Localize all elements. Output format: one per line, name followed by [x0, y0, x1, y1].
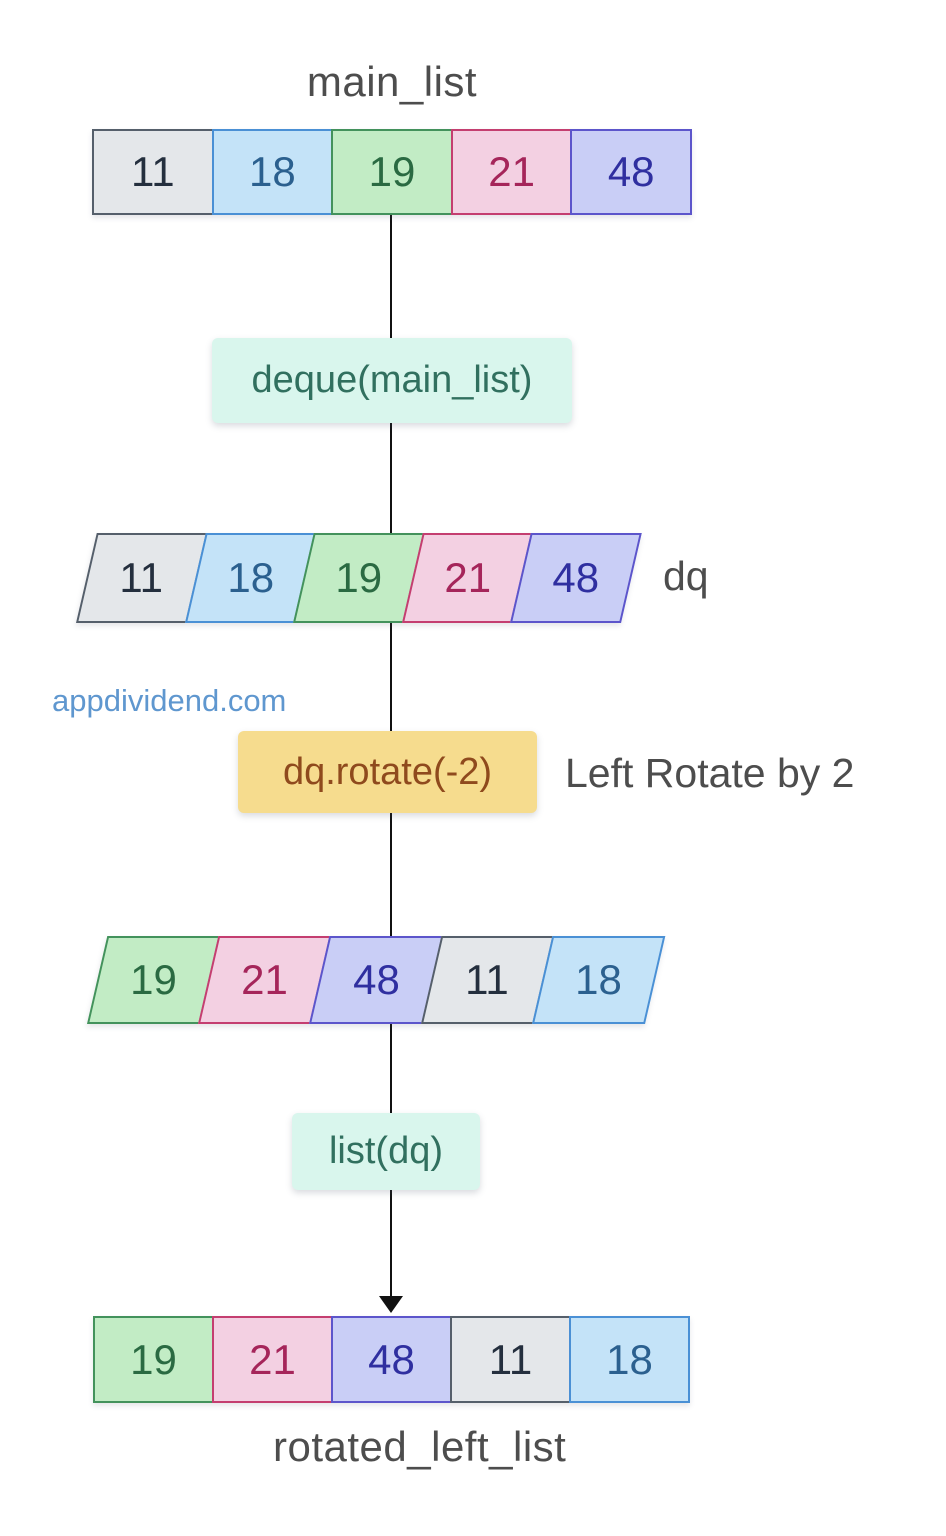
rotated-left-list-row: 19 21 48 11 18	[93, 1316, 690, 1403]
cell-value: 18	[226, 554, 274, 601]
cell-value: 21	[488, 148, 535, 195]
rotated-dq-row: 19 21 48 11 18	[87, 936, 666, 1024]
connector-line	[390, 215, 392, 340]
cell-value: 18	[606, 1335, 653, 1383]
cell-value: 19	[130, 956, 178, 1003]
dq-row: 11 18 19 21 48	[76, 533, 642, 623]
watermark: appdividend.com	[52, 683, 287, 718]
cell-value: 21	[444, 554, 491, 601]
list-cell: 18	[211, 129, 334, 215]
cell-value: 19	[130, 1335, 177, 1383]
connector-line	[390, 621, 392, 733]
cell-value: 18	[249, 148, 296, 195]
connector-line	[390, 421, 392, 535]
list-cell: 11	[450, 1316, 571, 1403]
cell-value: 18	[575, 956, 622, 1003]
list-cell: 48	[510, 533, 642, 623]
list-cell: 18	[569, 1316, 690, 1403]
rotate-note: Left Rotate by 2	[565, 750, 855, 796]
cell-value: 19	[368, 148, 416, 195]
cell-value: 11	[488, 1335, 533, 1383]
list-cell: 19	[331, 129, 453, 215]
list-cell: 11	[92, 129, 214, 215]
list-cell: 21	[450, 129, 573, 215]
list-cell: 48	[331, 1316, 452, 1403]
cell-value: 11	[119, 554, 164, 601]
rotate-call-box: dq.rotate(-2)	[238, 731, 537, 813]
dq-label: dq	[663, 553, 709, 599]
connector-line	[390, 1022, 392, 1115]
deque-call-box: deque(main_list)	[212, 338, 572, 423]
arrow-head-icon	[379, 1296, 403, 1313]
cell-value: 11	[465, 956, 510, 1003]
cell-value: 48	[607, 148, 655, 195]
main-list-row: 11 18 19 21 48	[92, 129, 692, 215]
cell-value: 48	[352, 956, 400, 1003]
cell-value: 21	[249, 1335, 296, 1383]
rotated-left-list-label: rotated_left_list	[273, 1423, 567, 1470]
list-cell: 18	[531, 936, 666, 1024]
list-cell: 48	[570, 129, 692, 215]
cell-value: 11	[130, 148, 175, 195]
list-cell: 21	[212, 1316, 333, 1403]
connector-line	[390, 1188, 392, 1300]
cell-value: 21	[241, 956, 289, 1003]
list-call-box: list(dq)	[292, 1113, 480, 1190]
cell-value: 48	[552, 554, 600, 601]
cell-value: 48	[368, 1335, 415, 1383]
connector-line	[390, 811, 392, 938]
list-cell: 19	[93, 1316, 214, 1403]
main-list-title: main_list	[306, 58, 478, 105]
cell-value: 19	[335, 554, 383, 601]
